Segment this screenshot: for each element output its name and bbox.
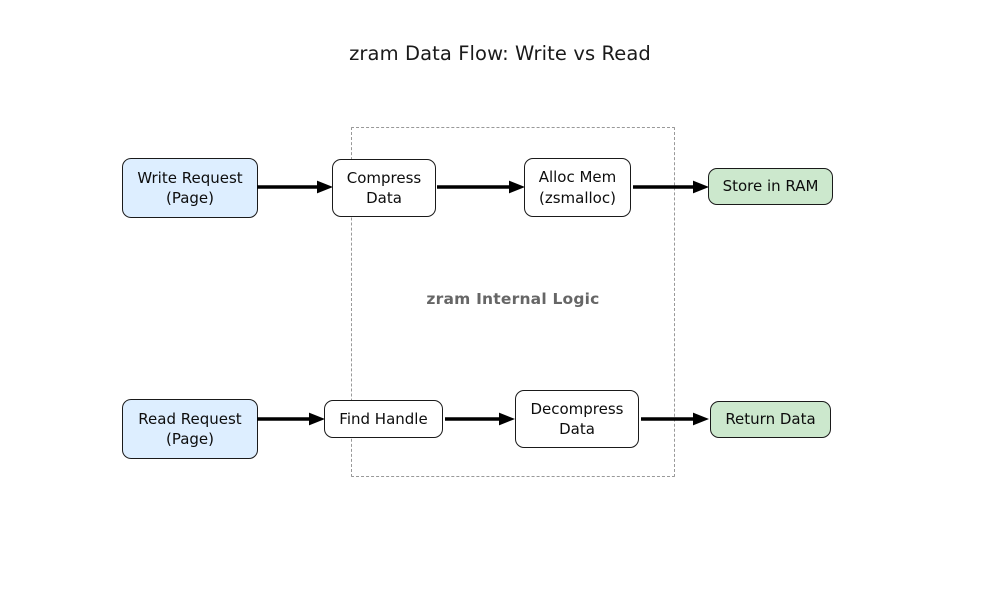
arrow-read-request-to-find-handle bbox=[257, 412, 325, 426]
arrow-find-handle-to-decompress-data bbox=[445, 412, 515, 426]
node-store-in-ram: Store in RAM bbox=[708, 168, 833, 205]
node-compress-data: Compress Data bbox=[332, 159, 436, 217]
page-title: zram Data Flow: Write vs Read bbox=[349, 42, 651, 65]
arrow-compress-data-to-alloc-mem bbox=[437, 180, 525, 194]
node-write-request: Write Request (Page) bbox=[122, 158, 258, 218]
arrow-write-request-to-compress-data bbox=[257, 180, 333, 194]
node-decompress-data: Decompress Data bbox=[515, 390, 639, 448]
node-find-handle: Find Handle bbox=[324, 400, 443, 438]
zram-internal-logic-label: zram Internal Logic bbox=[426, 290, 600, 308]
zram-internal-logic-group bbox=[351, 127, 675, 477]
arrow-alloc-mem-to-store-in-ram bbox=[633, 180, 709, 194]
node-return-data: Return Data bbox=[710, 401, 831, 438]
node-read-request: Read Request (Page) bbox=[122, 399, 258, 459]
arrow-decompress-data-to-return-data bbox=[641, 412, 709, 426]
node-alloc-mem-zsmalloc: Alloc Mem (zsmalloc) bbox=[524, 158, 631, 217]
